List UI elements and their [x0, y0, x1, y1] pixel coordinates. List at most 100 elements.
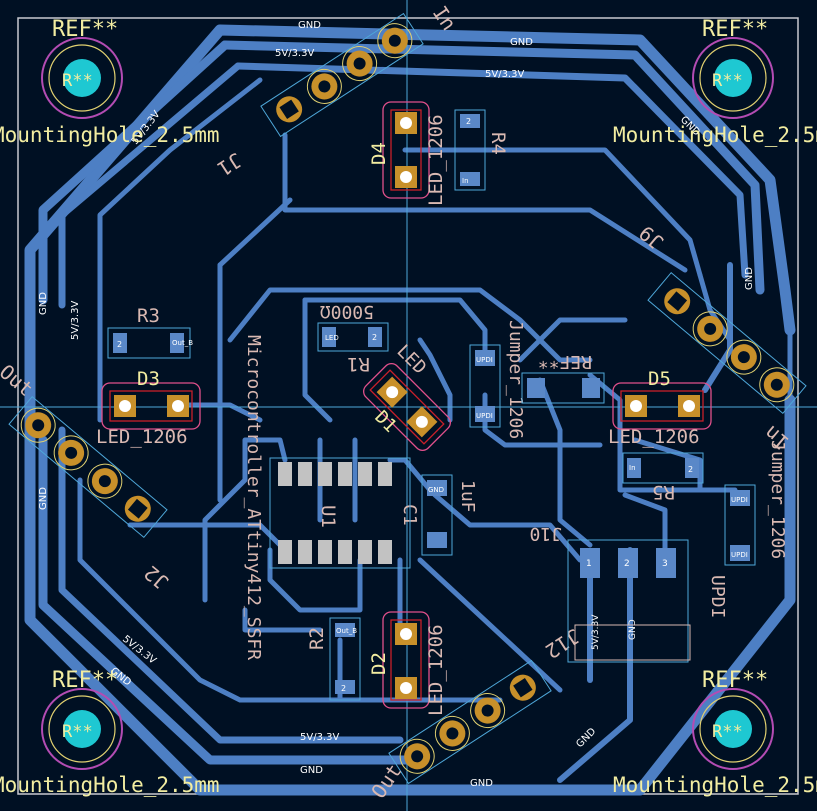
resistor-r2: Out_B 2 R2	[306, 617, 361, 701]
led-d4: D4 LED_1206	[368, 101, 447, 206]
jumper-j11: UPDI UPDI Jumper_1206	[469, 320, 526, 439]
track-j1-j9	[282, 132, 688, 273]
gnd-inner-track-top	[220, 40, 765, 295]
d3-value: LED_1206	[96, 426, 188, 448]
track-right-a	[702, 262, 733, 393]
net-vcc-label: 5V/3.3V	[485, 69, 524, 80]
mounting-hole-top-right: REF** R** MountingHole_2.5mm	[613, 17, 817, 147]
r1-value: 5000Ω	[320, 301, 374, 322]
r4-ref: R4	[487, 132, 509, 155]
pad-number: 1	[586, 559, 592, 569]
gnd-inner-track-left	[38, 40, 230, 305]
pad-number: 3	[662, 559, 668, 569]
j12-out-label: Out	[366, 759, 406, 802]
resistor-r3: 2 Out_B R3	[107, 305, 193, 359]
u1-value: Microcontroller_ATtiny412_SSFR	[243, 335, 264, 660]
net-gnd-label: GND	[628, 619, 638, 640]
track-mcu-d2	[397, 557, 563, 693]
j1-ref: J1	[213, 148, 246, 181]
net-gnd-label: GND	[744, 267, 755, 290]
mounting-hole-top-left: REF** R** MountingHole_2.5mm	[0, 17, 220, 147]
pad-label: GND	[428, 486, 444, 494]
copper-tracks	[24, 24, 796, 796]
track-center-down	[537, 377, 593, 548]
mounting-hole-value: MountingHole_2.5mm	[0, 123, 220, 147]
track-mcu-left	[202, 437, 288, 603]
d4-value: LED_1206	[425, 114, 447, 206]
mounting-hole-ref: REF**	[52, 668, 118, 693]
u1-ref: U1	[317, 505, 339, 528]
pad-label: LED	[325, 334, 339, 342]
j10-ref: J10	[529, 523, 562, 544]
mounting-hole-inner-ref: R**	[712, 71, 743, 91]
track-d4-top	[402, 147, 703, 278]
track-j10-gnd	[557, 547, 633, 783]
connector-j12: J12 Out	[366, 624, 584, 803]
mounting-hole-value: MountingHole_2.5mm	[0, 773, 220, 797]
mounting-hole-bottom-left: REF** R** MountingHole_2.5mm	[0, 668, 220, 797]
signal-track-bottom-left	[77, 477, 503, 703]
j11-value: Jumper_1206	[505, 320, 526, 439]
vcc-track-bottom	[58, 426, 404, 744]
net-gnd-label: GND	[510, 37, 533, 48]
pad-number: 2	[466, 117, 471, 126]
pad-number: 2	[688, 465, 693, 474]
resistor-r5: In 2 R5	[622, 452, 704, 503]
pad-label: In	[629, 464, 636, 472]
signal-track-left	[97, 77, 263, 423]
d4-ref: D4	[368, 142, 390, 165]
d3-ref: D3	[137, 368, 160, 390]
net-vcc-label: 5V/3.3V	[275, 48, 314, 59]
led-d3: D3 LED_1206	[96, 368, 201, 448]
mounting-hole-inner-ref: R**	[62, 71, 93, 91]
j2-ref: J2	[139, 561, 173, 595]
net-gnd-label: GND	[300, 765, 323, 776]
mounting-hole-ref: REF**	[52, 17, 118, 42]
led-d5: D5 LED_1206	[608, 368, 712, 448]
track-r5	[632, 437, 703, 493]
pad-number: 2	[624, 559, 630, 569]
track-right-mid	[587, 372, 738, 493]
pad-label: UPDI	[476, 356, 493, 364]
d2-value: LED_1206	[425, 624, 447, 716]
net-gnd-label: GND	[470, 778, 493, 789]
d5-ref: D5	[648, 368, 671, 390]
track-lower-left	[242, 607, 323, 633]
d2-ref: D2	[368, 652, 390, 675]
r3-ref: R3	[137, 305, 160, 327]
jumper-ref: REF**	[521, 351, 605, 404]
net-gnd-label: GND	[298, 20, 321, 31]
r2-ref: R2	[306, 627, 328, 650]
mounting-hole-value: MountingHole_2.5mm	[613, 123, 817, 147]
r1-ref: R1	[347, 353, 370, 375]
led-d2: D2 LED_1206	[368, 611, 447, 716]
jumper-ref-label: REF**	[538, 351, 592, 372]
pad-label: UPDI	[731, 496, 748, 504]
connector-j10: 1 2 3 J10 UPDI	[529, 523, 728, 663]
d5-value: LED_1206	[608, 426, 700, 448]
mounting-hole-inner-ref: R**	[62, 722, 93, 742]
track-d1	[417, 337, 453, 423]
track-mcu-bottom	[267, 547, 363, 613]
pad-label: Out_B	[336, 627, 357, 635]
net-vcc-label: 5V/3.3V	[300, 732, 339, 743]
pad-number: 2	[341, 684, 346, 693]
track-upper-left	[217, 197, 293, 268]
mounting-hole-bottom-right: REF** R** MountingHole_2.5mm	[613, 668, 817, 797]
mounting-hole-ref: REF**	[702, 17, 768, 42]
r5-ref: R5	[652, 481, 675, 503]
jumper-updi-right: UPDI UPDI Jumper_1206	[724, 440, 788, 566]
net-gnd-label: GND	[38, 292, 49, 315]
net-gnd-label: GND	[38, 487, 49, 510]
track-d3	[177, 402, 263, 423]
pad-label: UPDI	[476, 412, 493, 420]
net-vcc-label: 5V/3.3V	[591, 614, 601, 650]
track-r4	[517, 317, 628, 363]
capacitor-c1: GND 1uF C1	[399, 474, 478, 556]
resistor-r4: 2 In R4	[454, 109, 509, 191]
net-vcc-label: 5V/3.3V	[70, 301, 81, 340]
jumper-value: Jumper_1206	[767, 440, 788, 559]
vcc-track-top	[234, 62, 749, 279]
c1-value: 1uF	[457, 480, 478, 513]
